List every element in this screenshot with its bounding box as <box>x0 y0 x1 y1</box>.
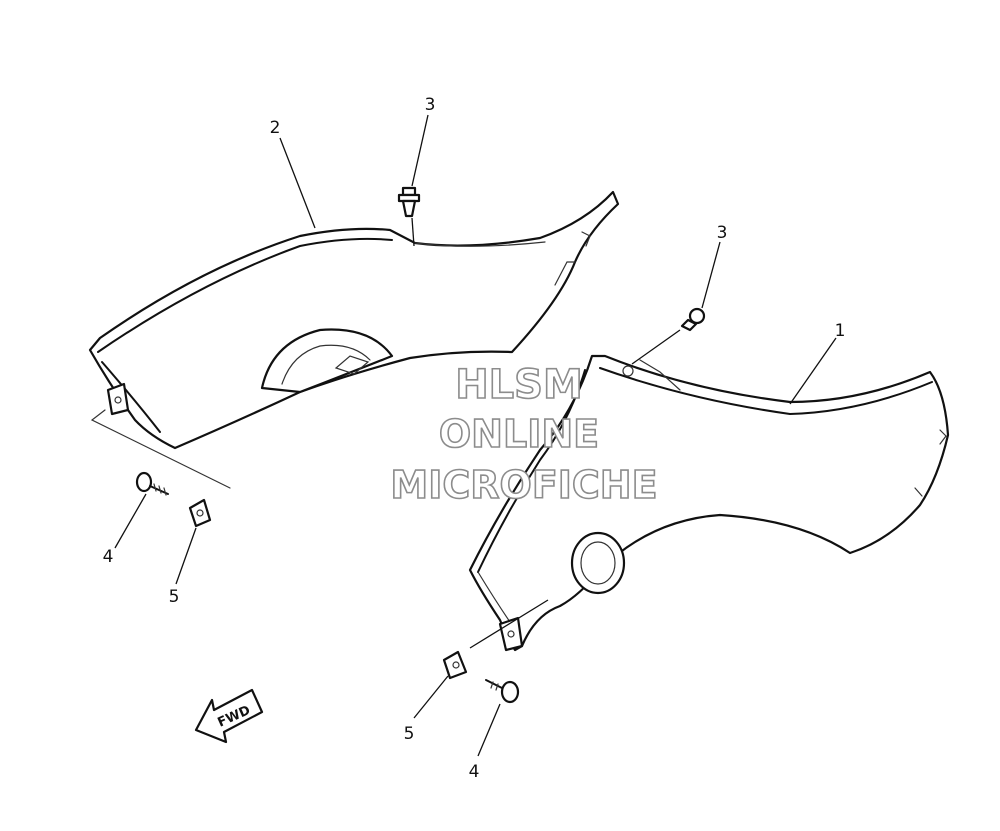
watermark-line-1: HLSM <box>455 362 583 408</box>
callout-1: 1 <box>835 321 846 341</box>
fastener-3-top[interactable] <box>397 186 421 218</box>
side-cover-left[interactable] <box>88 190 620 489</box>
watermark-line-3: MICROFICHE <box>390 463 657 507</box>
callout-5-right: 5 <box>404 724 415 744</box>
callout-5-left: 5 <box>169 587 180 607</box>
callout-4-left: 4 <box>103 547 114 567</box>
watermark: HLSM ONLINE MICROFICHE <box>390 361 659 508</box>
screw-4-right[interactable] <box>485 679 520 704</box>
fastener-3-right[interactable] <box>680 307 706 332</box>
screw-4-left[interactable] <box>135 471 169 496</box>
watermark-line-2: ONLINE <box>439 412 599 456</box>
callout-2: 2 <box>270 118 281 138</box>
leader-lines <box>114 114 837 757</box>
callout-4-right: 4 <box>469 762 480 782</box>
callout-3-right: 3 <box>717 223 728 243</box>
callout-3-top: 3 <box>425 95 436 115</box>
side-cover-right[interactable] <box>468 354 950 652</box>
clip-nut-5-right[interactable] <box>442 650 468 680</box>
forward-direction-arrow: FWD <box>194 688 264 744</box>
clip-nut-5-left[interactable] <box>188 498 212 528</box>
